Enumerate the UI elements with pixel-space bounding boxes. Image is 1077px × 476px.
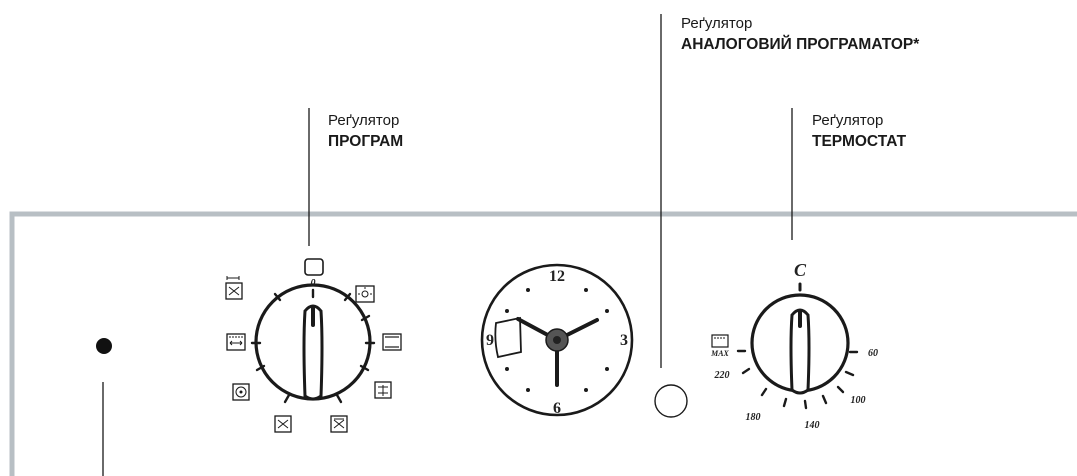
programs-label-line1: Реґулятор bbox=[328, 112, 400, 129]
clock-hour-dots bbox=[505, 288, 609, 392]
analog-programmer-label: Реґулятор АНАЛОГОВИЙ ПРОГРАМАТОР* bbox=[681, 13, 919, 55]
programs-label-line2: ПРОГРАМ bbox=[328, 133, 404, 150]
clock-number-6: 6 bbox=[553, 400, 561, 417]
program-knob-grip bbox=[302, 304, 324, 401]
clock-number-12: 12 bbox=[549, 268, 565, 285]
thermostat-knob[interactable] bbox=[750, 293, 850, 395]
thermostat-60-label: 60 bbox=[868, 348, 878, 359]
bottom-heat-icon bbox=[226, 333, 246, 351]
clock-number-3: 3 bbox=[620, 332, 628, 349]
panel-border bbox=[9, 211, 1077, 476]
thermostat-label: Реґулятор ТЕРМОСТАТ bbox=[812, 110, 906, 152]
programmer-button[interactable] bbox=[654, 384, 688, 418]
analog-programmer-label-line1: Реґулятор bbox=[681, 15, 753, 32]
thermostat-max-label: MAX bbox=[710, 349, 729, 358]
thermostat-tick-marks bbox=[736, 349, 859, 410]
program-tick-marks bbox=[250, 288, 376, 404]
program-zero-mark: 0 bbox=[311, 278, 316, 289]
thermostat-220-label: 220 bbox=[714, 370, 730, 381]
grill-fan-icon bbox=[225, 276, 243, 300]
thermostat-top-mark: C bbox=[794, 260, 807, 280]
thermostat-knob-grip bbox=[789, 308, 811, 395]
fan-grill-icon bbox=[330, 415, 348, 433]
fan-icon bbox=[274, 415, 292, 433]
indicator-lamp bbox=[96, 338, 112, 354]
programs-label: Реґулятор ПРОГРАМ bbox=[328, 110, 403, 152]
fan-bake-icon bbox=[374, 381, 392, 399]
thermostat-label-line1: Реґулятор bbox=[812, 112, 884, 129]
thermostat-180-label: 180 bbox=[746, 412, 761, 423]
off-icon bbox=[304, 258, 324, 276]
program-knob[interactable] bbox=[254, 283, 372, 401]
thermostat-oven-icon bbox=[711, 334, 729, 348]
clock-hub-center bbox=[553, 336, 561, 344]
analog-programmer-clock[interactable]: 12 3 6 9 bbox=[480, 263, 634, 417]
clock-window bbox=[494, 316, 522, 359]
top-bottom-heat-icon bbox=[382, 333, 402, 351]
lamp-icon bbox=[355, 285, 375, 303]
analog-programmer-label-line2: АНАЛОГОВИЙ ПРОГРАМАТОР* bbox=[681, 36, 920, 53]
defrost-icon bbox=[232, 383, 250, 401]
thermostat-100-label: 100 bbox=[851, 395, 866, 406]
clock-number-9: 9 bbox=[486, 332, 494, 349]
thermostat-140-label: 140 bbox=[805, 420, 820, 431]
thermostat-label-line2: ТЕРМОСТАТ bbox=[812, 133, 907, 150]
